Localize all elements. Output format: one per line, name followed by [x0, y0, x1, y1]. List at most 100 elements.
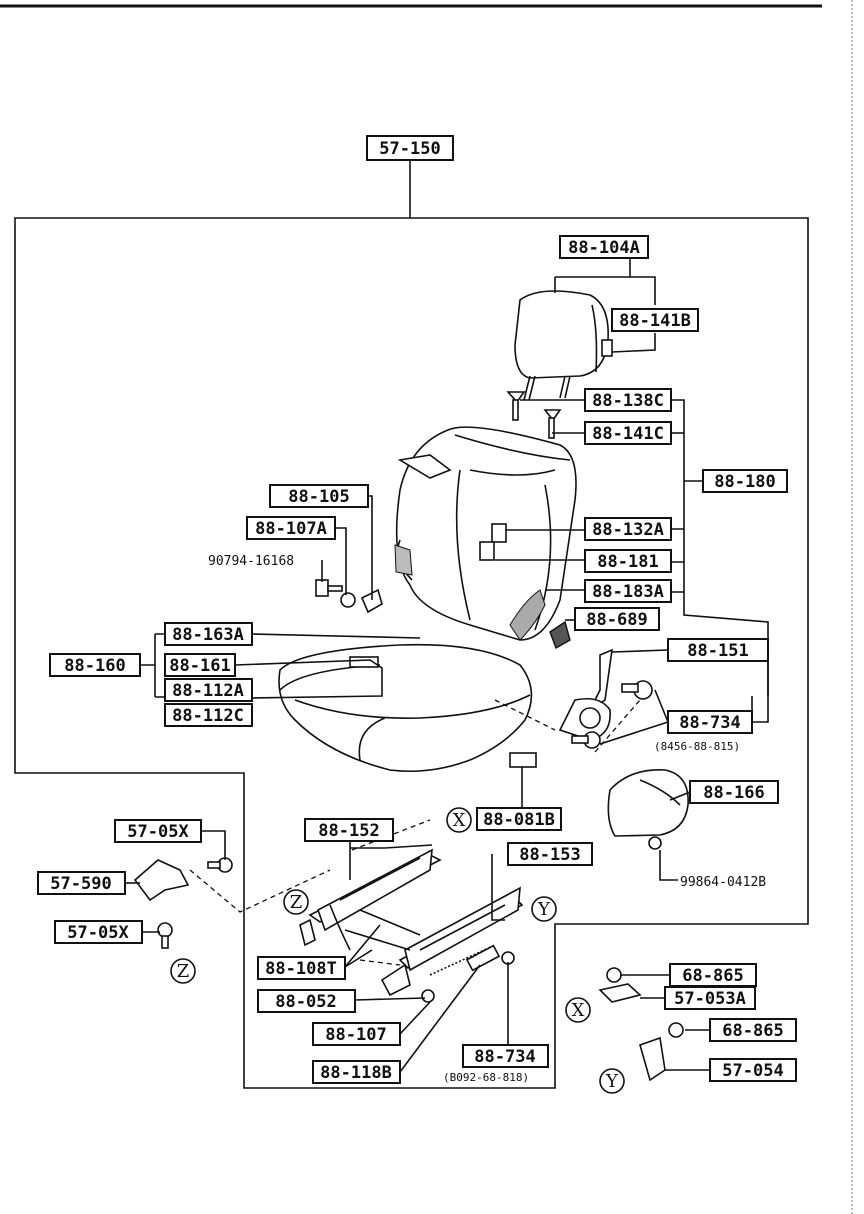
label-text: 57-05X: [67, 923, 129, 943]
label-text: 88-180: [714, 472, 775, 492]
callout-x-rail[interactable]: X: [446, 807, 472, 833]
callout-letter: Y: [537, 899, 551, 920]
label-88-160[interactable]: 88-160: [49, 653, 141, 677]
label-text: 57-053A: [674, 989, 746, 1009]
label-88-081B[interactable]: 88-081B: [476, 807, 562, 831]
assembly-outline: [14, 160, 809, 1089]
label-text: 88-107A: [255, 519, 327, 539]
label-88-151[interactable]: 88-151: [667, 638, 769, 662]
label-text: 88-160: [64, 656, 125, 676]
label-text: 88-183A: [592, 582, 664, 602]
label-57-054[interactable]: 57-054: [709, 1058, 797, 1082]
leader-lines: [125, 258, 769, 1073]
dash-connector: [189, 869, 331, 913]
label-text: 88-734: [474, 1047, 535, 1067]
label-text: 57-05X: [127, 822, 189, 842]
label-88-112C[interactable]: 88-112C: [164, 703, 253, 727]
callout-letter: Y: [605, 1071, 619, 1092]
part-88-166-shield: [607, 769, 689, 837]
label-88-104A[interactable]: 88-104A: [559, 235, 649, 259]
label-text: 88-081B: [483, 810, 555, 830]
label-88-166[interactable]: 88-166: [689, 780, 779, 804]
label-88-105[interactable]: 88-105: [269, 484, 369, 508]
label-88-734-lower[interactable]: 88-734: [462, 1044, 549, 1068]
label-88-181[interactable]: 88-181: [584, 549, 672, 573]
label-88-118B[interactable]: 88-118B: [312, 1060, 401, 1084]
label-88-689[interactable]: 88-689: [574, 607, 660, 631]
bracket-57-590-drawing: [133, 857, 233, 949]
label-text: 88-112A: [172, 681, 244, 701]
label-88-107A[interactable]: 88-107A: [246, 516, 336, 540]
label-text: 57-054: [722, 1061, 783, 1081]
label-88-161[interactable]: 88-161: [164, 653, 236, 677]
label-text: 88-112C: [172, 706, 244, 726]
screw-icon: [648, 836, 662, 850]
label-68-865-upper[interactable]: 68-865: [669, 963, 757, 987]
recliner-drawing: [558, 648, 653, 749]
label-57-053A[interactable]: 57-053A: [664, 986, 756, 1010]
label-88-180[interactable]: 88-180: [702, 469, 788, 493]
label-88-153[interactable]: 88-153: [507, 842, 593, 866]
label-text: 88-138C: [592, 391, 664, 411]
label-text: 88-734: [679, 713, 740, 733]
label-88-734-upper[interactable]: 88-734: [667, 710, 753, 734]
label-text: 88-181: [597, 552, 658, 572]
callout-y-rail[interactable]: Y: [531, 896, 557, 922]
headrest-drawing: [506, 290, 613, 439]
label-88-108T[interactable]: 88-108T: [257, 956, 346, 980]
label-B092-68-818: (B092-68-818): [443, 1071, 529, 1084]
label-99864-0412B: 99864-0412B: [680, 875, 766, 890]
callout-y-bracket[interactable]: Y: [599, 1068, 625, 1094]
label-text: 88-141B: [619, 311, 691, 331]
label-text: 88-152: [318, 821, 379, 841]
label-text: 88-132A: [592, 520, 664, 540]
label-88-183A[interactable]: 88-183A: [584, 579, 672, 603]
callout-z-rail[interactable]: Z: [283, 889, 309, 915]
label-68-865-lower[interactable]: 68-865: [709, 1018, 797, 1042]
label-88-107[interactable]: 88-107: [312, 1022, 401, 1046]
label-57-590[interactable]: 57-590: [37, 871, 126, 895]
dash-connector: [494, 699, 556, 731]
callout-letter: Z: [177, 961, 190, 982]
label-57-05X-upper[interactable]: 57-05X: [114, 819, 202, 843]
label-88-052[interactable]: 88-052: [257, 989, 356, 1013]
dash-connector: [351, 819, 431, 851]
label-text: 88-105: [288, 487, 349, 507]
label-text: 88-689: [586, 610, 647, 630]
label-text: 88-104A: [568, 238, 640, 258]
dash-connector: [359, 959, 401, 966]
label-text: 57-590: [50, 874, 111, 894]
label-text: 88-163A: [172, 625, 244, 645]
label-8456-88-815: (8456-88-815): [654, 740, 740, 753]
label-text: 88-108T: [265, 959, 337, 979]
label-text: 88-153: [519, 845, 580, 865]
label-88-141B[interactable]: 88-141B: [611, 308, 699, 332]
label-text: 68-865: [682, 966, 743, 986]
label-88-138C[interactable]: 88-138C: [584, 388, 672, 412]
label-88-132A[interactable]: 88-132A: [584, 517, 672, 541]
label-88-152[interactable]: 88-152: [304, 818, 394, 842]
label-text: 88-151: [687, 641, 748, 661]
label-text: 88-166: [703, 783, 764, 803]
callout-x-bracket[interactable]: X: [565, 997, 591, 1023]
label-88-163A[interactable]: 88-163A: [164, 622, 253, 646]
seat-cushion-drawing: [278, 454, 533, 772]
label-text: 68-865: [722, 1021, 783, 1041]
label-88-141C[interactable]: 88-141C: [584, 421, 672, 445]
seat-back-drawing: [394, 426, 577, 641]
label-text: 88-118B: [320, 1063, 392, 1083]
bracket-57-054-drawing: [639, 1022, 684, 1082]
bracket-57-053A-drawing: [598, 967, 642, 1003]
label-57-05X-lower[interactable]: 57-05X: [54, 920, 143, 944]
callout-letter: X: [572, 1000, 585, 1021]
label-text: 88-141C: [592, 424, 664, 444]
bolt-group-drawing: [315, 579, 571, 650]
callout-z-bracket[interactable]: Z: [170, 958, 196, 984]
label-57-150[interactable]: 57-150: [366, 135, 454, 161]
label-text: 88-107: [325, 1025, 386, 1045]
label-text: 57-150: [379, 139, 440, 159]
label-text: 88-161: [169, 656, 230, 676]
label-90794-16168: 90794-16168: [208, 554, 294, 569]
label-88-112A[interactable]: 88-112A: [164, 678, 253, 702]
